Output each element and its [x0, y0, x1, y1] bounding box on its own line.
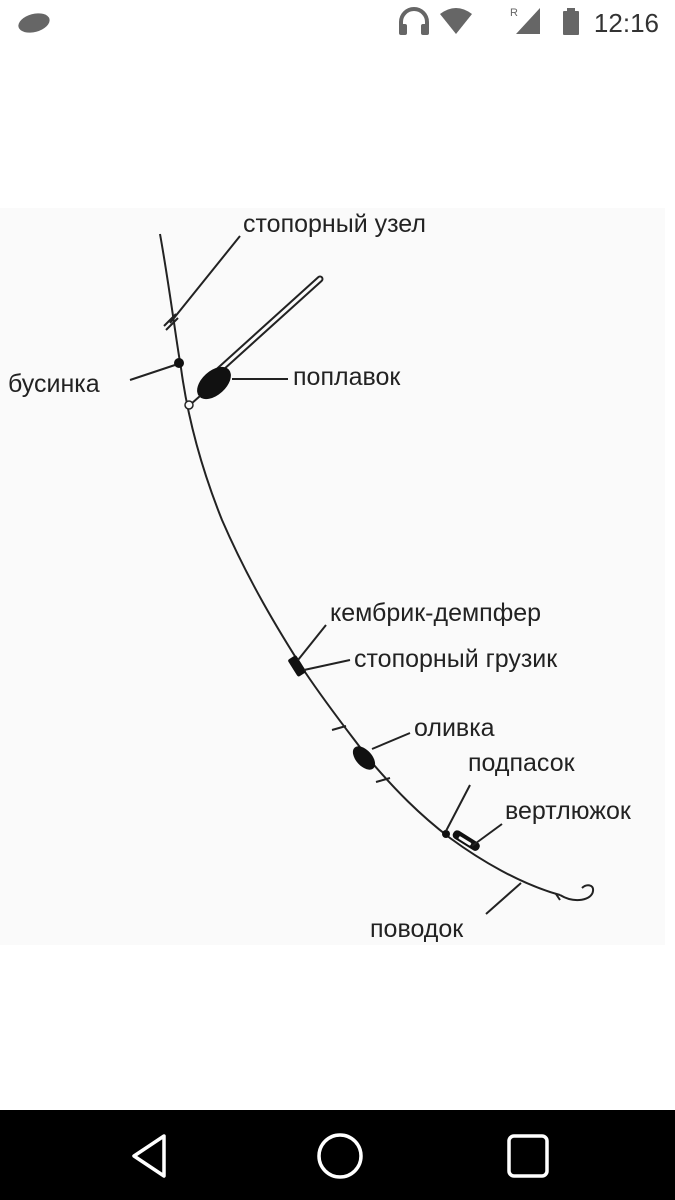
status-time: 12:16 [593, 8, 659, 38]
recents-icon[interactable] [506, 1132, 550, 1180]
stopper-sinker-leader [303, 659, 351, 671]
underweight-leader [445, 784, 471, 832]
cell-signal-icon: R [510, 7, 540, 34]
label-float: поплавок [293, 363, 401, 391]
underweight-mark [442, 830, 450, 838]
stopper-knot-mark [163, 313, 179, 331]
label-underweight: подпасок [468, 749, 576, 777]
home-icon[interactable] [316, 1132, 364, 1180]
olive-mark [331, 725, 391, 783]
label-bead: бусинка [8, 370, 100, 398]
hook-mark [555, 884, 595, 902]
label-stopper-knot: стопорный узел [243, 210, 426, 238]
label-stopper-sinker: стопорный грузик [354, 645, 558, 673]
navigation-bar [0, 1110, 675, 1200]
stopper-sinker-mark [288, 655, 306, 677]
bead-mark [174, 358, 184, 368]
swivel-leader [471, 823, 503, 847]
float-mark [184, 275, 324, 410]
label-leader: поводок [370, 915, 464, 943]
diagram-panel [0, 208, 665, 945]
app-leaf-icon [18, 13, 50, 33]
olive-leader [371, 732, 411, 750]
wifi-icon [440, 8, 472, 34]
roaming-indicator: R [510, 7, 518, 19]
stopper-knot-leader [169, 235, 241, 324]
battery-icon [563, 8, 579, 35]
label-cambric-damper: кембрик-демпфер [330, 599, 541, 627]
bead-leader [129, 364, 176, 381]
leader-label-leader [485, 882, 522, 915]
label-olive: оливка [414, 714, 495, 742]
back-icon[interactable] [128, 1132, 172, 1180]
fishing-line [159, 233, 561, 896]
status-bar: R 12:16 [0, 0, 675, 46]
label-swivel: вертлюжок [505, 797, 632, 825]
headphones-icon [399, 7, 429, 35]
cambric-damper-leader [297, 624, 327, 661]
